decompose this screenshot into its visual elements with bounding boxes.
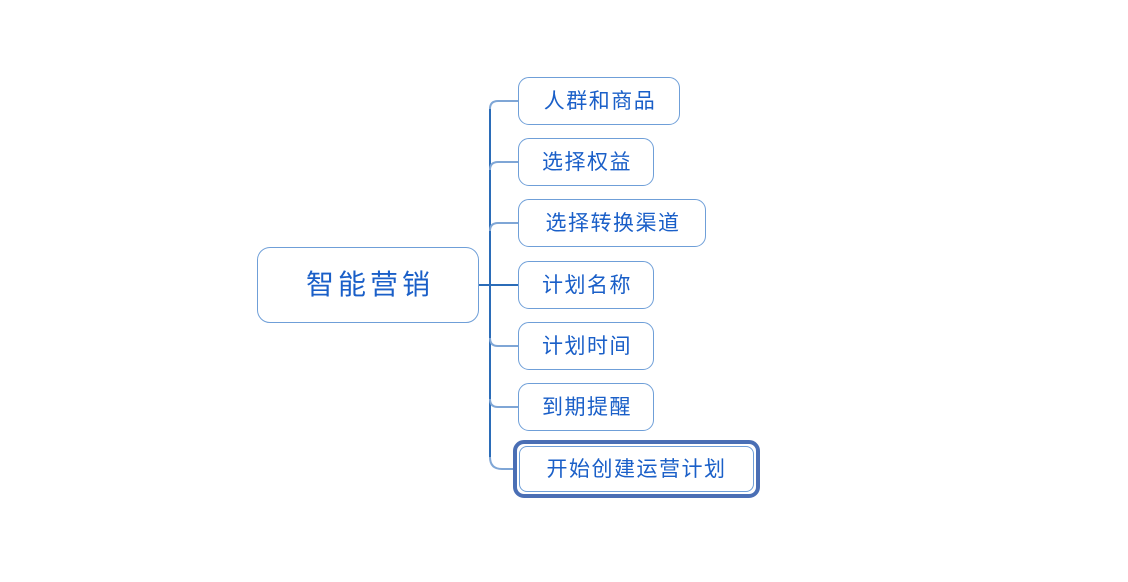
node-select-conversion-channel[interactable]: 选择转换渠道 [518,199,706,247]
node-expiry-reminder[interactable]: 到期提醒 [518,383,654,431]
node-label: 到期提醒 [542,395,632,419]
node-label: 计划时间 [542,334,632,358]
selected-inner-ring: 开始创建运营计划 [519,446,754,492]
node-label: 开始创建运营计划 [546,457,727,481]
node-label: 人群和商品 [543,89,657,113]
root-node-label: 智能营销 [305,269,434,300]
node-plan-name[interactable]: 计划名称 [518,261,654,309]
node-select-benefits[interactable]: 选择权益 [518,138,654,186]
node-plan-time[interactable]: 计划时间 [518,322,654,370]
node-start-create-operation-plan[interactable]: 开始创建运营计划 [513,440,760,498]
node-label: 选择转换渠道 [545,211,681,235]
node-crowd-and-products[interactable]: 人群和商品 [518,77,680,125]
node-label: 计划名称 [542,273,632,297]
root-node-smart-marketing[interactable]: 智能营销 [257,247,479,323]
node-label: 选择权益 [542,150,632,174]
